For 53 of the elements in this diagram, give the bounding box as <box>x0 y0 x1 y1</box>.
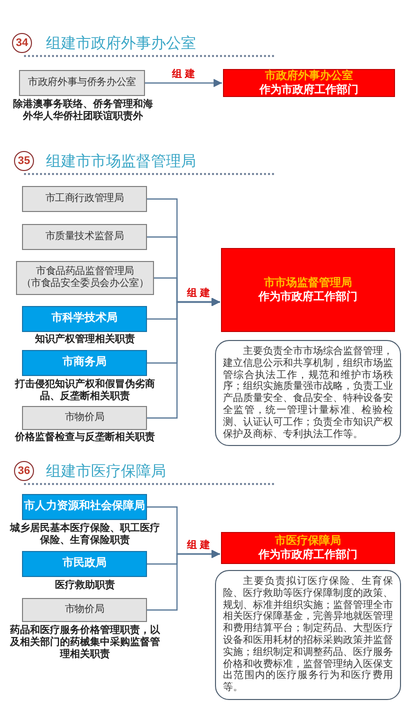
box-text: （市食品安全委员会办公室） <box>21 278 149 290</box>
department-box <box>16 261 154 295</box>
box-text: 市物价局 <box>64 604 104 616</box>
box-text: 市政府外事与侨务办公室 <box>28 76 136 90</box>
department-box <box>22 598 147 622</box>
section-heading: 组建市市场监督管理局 <box>46 151 196 171</box>
duty-description-box <box>215 340 401 446</box>
section-number: 34 <box>16 38 28 48</box>
duty-description: 主要负责全市市场综合监督管理，建立信息公示和共享机制，组织市场监管综合执法工作，规范和维护市场秩序；组织实施质量强市战略，负责工业产品质量安全、食品安全、特种设备安全监管，统一管理计量标准、检验检测、认证认可工作；负责全市知识产权保护及商标、专利执法工作等。 <box>223 346 393 440</box>
box-text: 作为市政府工作部门 <box>258 290 358 304</box>
box-text: 市政府外事办公室 <box>265 68 353 83</box>
duty-description: 主要负责拟订医疗保险、生育保险、医疗救助等医疗保障制度的政策、规划、标准并组织实施；监督管理全市相关医疗保障基金，完善异地就医管理和费用结算平台；制定药品、大型医疗设备和医用耗材的招标采购政策并监督实施；组织制定和调整药品、医疗服务价格和收费标准，监督管理纳入医保支出范围内的医疗服务行为和医疗费用等。 <box>223 576 393 694</box>
duty-note: 除港澳事务联络、侨务管理和海外华人华侨社团联谊职责外 <box>12 99 154 123</box>
duty-note: 打击侵犯知识产权和假冒伪劣商品、反垄断相关职责 <box>14 379 156 403</box>
duty-note: 城乡居民基本医疗保险、职工医疗保险、生育保险职责 <box>10 523 160 547</box>
edge-label: 组 建 <box>186 541 211 551</box>
box-text: 市市场监督管理局 <box>264 276 352 290</box>
section-number: 35 <box>18 156 30 166</box>
box-text: 市工商行政管理局 <box>45 192 124 206</box>
connector-arrow <box>147 550 220 611</box>
department-box <box>22 186 147 212</box>
box-text: 作为市政府工作部门 <box>258 548 358 562</box>
box-text: 市医疗保障局 <box>275 534 341 548</box>
department-box <box>22 306 147 332</box>
box-text: 市科学技术局 <box>52 312 118 326</box>
department-box <box>22 494 147 520</box>
new-bureau-box <box>223 69 395 97</box>
section-heading: 组建市政府外事办公室 <box>46 33 196 53</box>
department-box <box>19 70 145 96</box>
box-text: 市民政局 <box>62 557 106 571</box>
box-text: 市食品药品监督管理局 <box>36 266 134 278</box>
new-bureau-box <box>221 248 395 332</box>
edge-label: 组 建 <box>186 289 211 299</box>
duty-note: 医疗救助职责 <box>54 580 116 592</box>
box-text: 市商务局 <box>62 356 106 370</box>
box-text: 作为市政府工作部门 <box>260 83 358 98</box>
section-number: 36 <box>18 466 30 476</box>
connector-arrow <box>145 78 222 88</box>
box-text: 市质量技术监督局 <box>45 230 124 244</box>
department-box <box>22 551 147 577</box>
connector-arrow <box>147 298 220 419</box>
box-text: 市物价局 <box>64 412 104 424</box>
duty-note: 知识产权管理相关职责 <box>34 334 136 346</box>
duty-description-box <box>215 570 401 700</box>
duty-note: 价格监督检查与反垄断相关职责 <box>14 432 156 444</box>
new-bureau-box <box>221 532 395 564</box>
section-heading: 组建市医疗保障局 <box>46 461 166 481</box>
box-text: 市人力资源和社会保障局 <box>24 500 145 514</box>
edge-label: 组 建 <box>171 70 196 80</box>
duty-note: 药品和医疗服务价格管理职责，以及相关部门的药械集中采购监督管理相关职责 <box>10 625 160 661</box>
department-box <box>22 224 147 250</box>
department-box <box>22 406 147 430</box>
department-box <box>22 350 147 376</box>
